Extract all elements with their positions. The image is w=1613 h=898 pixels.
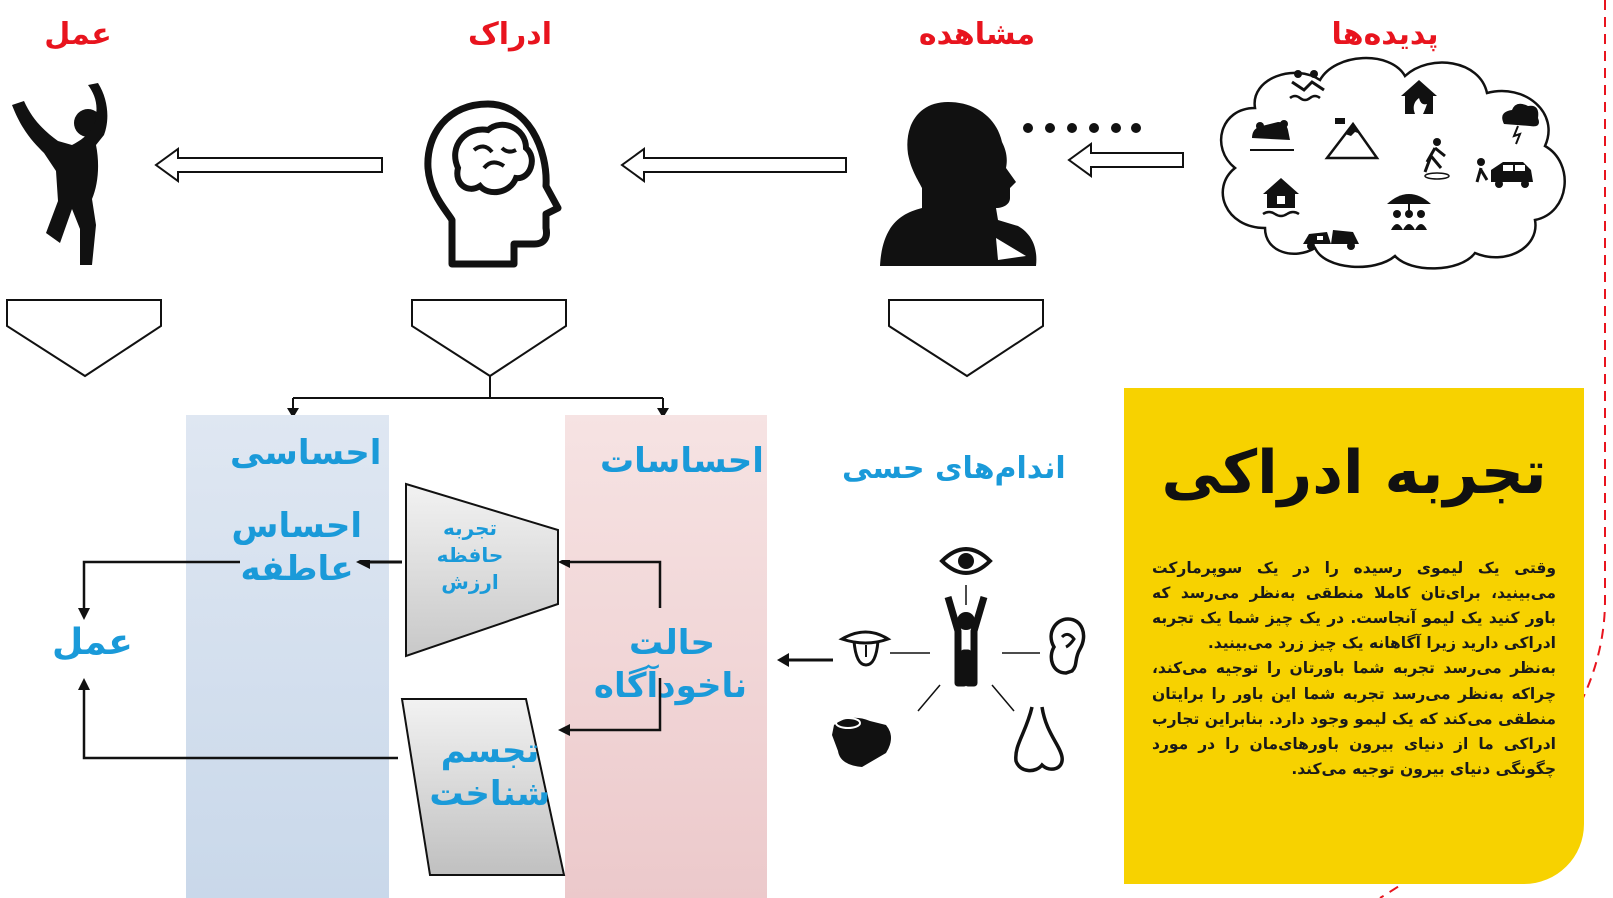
emotion-line: عاطفه (240, 548, 354, 589)
action-label: عمل (52, 622, 133, 663)
hand-icon (832, 717, 891, 767)
stage-title-observation: مشاهده (918, 17, 1036, 52)
mountain-icon (1324, 118, 1380, 160)
flood-icon (1289, 70, 1325, 102)
arrow-observation-to-perception (620, 147, 847, 183)
unconscious-line: ناخودآگاه (593, 665, 747, 706)
umbrella-family-icon (1387, 194, 1431, 230)
car-accident-icon (1475, 158, 1533, 188)
experience-line: تجربه (442, 516, 497, 540)
memory-box-text: تجربه حافظه ارزش (420, 515, 520, 596)
perceptual-experience-card: تجربه ادراکی وقتی یک لیموی رسیده را در ی… (1124, 388, 1584, 884)
unconscious-state-text: حالت ناخودآگاه (593, 622, 747, 707)
eye-icon (939, 547, 993, 575)
memory-box-shape (405, 482, 559, 658)
house-flood-icon (1262, 178, 1300, 218)
memory-line: حافظه (436, 543, 504, 567)
person-icon (944, 596, 988, 687)
feeling-emotion-text: احساس عاطفه (232, 505, 362, 590)
tongue-icon (838, 630, 892, 667)
card-paragraph-2: به‌نظر می‌رسد تجربه شما باورتان را توجیه… (1152, 659, 1556, 778)
card-title: تجربه ادراکی (1161, 438, 1547, 508)
branch-connector (287, 376, 669, 418)
house-fire-icon (1401, 80, 1437, 114)
state-line: حالت (628, 623, 716, 663)
observer-head-icon (880, 102, 1037, 266)
cognition-line: شناخت (429, 773, 550, 814)
sensory-organs-heading: اندام‌های حسی (842, 451, 1066, 486)
phenomena-cloud (1219, 56, 1566, 270)
arrow-senses-to-state (777, 653, 833, 667)
sight-dots (1023, 123, 1141, 133)
stage-title-perception: ادراک (468, 17, 552, 52)
collision-icon (1303, 230, 1359, 250)
card-body: وقتی یک لیموی رسیده را در یک سوپرمارکت م… (1152, 556, 1556, 782)
feeling-line: احساس (231, 506, 362, 546)
cognition-box-shape (400, 698, 566, 876)
brain-head-icon (424, 100, 562, 268)
funnel-observation (888, 299, 1044, 378)
sensations-heading: احساسات (600, 441, 764, 481)
storm-cloud-icon (1502, 103, 1539, 145)
emotional-heading: احساسی (230, 433, 382, 473)
nose-icon (1014, 706, 1064, 773)
car-crash-icon (1250, 120, 1294, 151)
emotional-band (186, 415, 389, 898)
jumping-person-icon (12, 83, 108, 265)
slip-fall-icon (1423, 138, 1450, 180)
flow-arrows (78, 560, 662, 760)
ear-icon (1049, 617, 1086, 675)
funnel-perception (411, 299, 567, 378)
arrow-perception-to-action (154, 147, 383, 183)
card-paragraph-1: وقتی یک لیموی رسیده را در یک سوپرمارکت م… (1152, 559, 1556, 653)
arrow-cloud-to-observer (1067, 142, 1184, 178)
sensory-organs-cluster (832, 547, 1086, 773)
embodied-cognition-text: تجسم شناخت (429, 730, 550, 815)
embodiment-line: تجسم (440, 731, 540, 771)
value-line: ارزش (441, 570, 499, 594)
stage-title-action: عمل (44, 17, 112, 52)
stage-title-phenomena: پدیده‌ها (1331, 17, 1439, 52)
sensations-band (565, 415, 767, 898)
funnel-action (6, 299, 162, 378)
